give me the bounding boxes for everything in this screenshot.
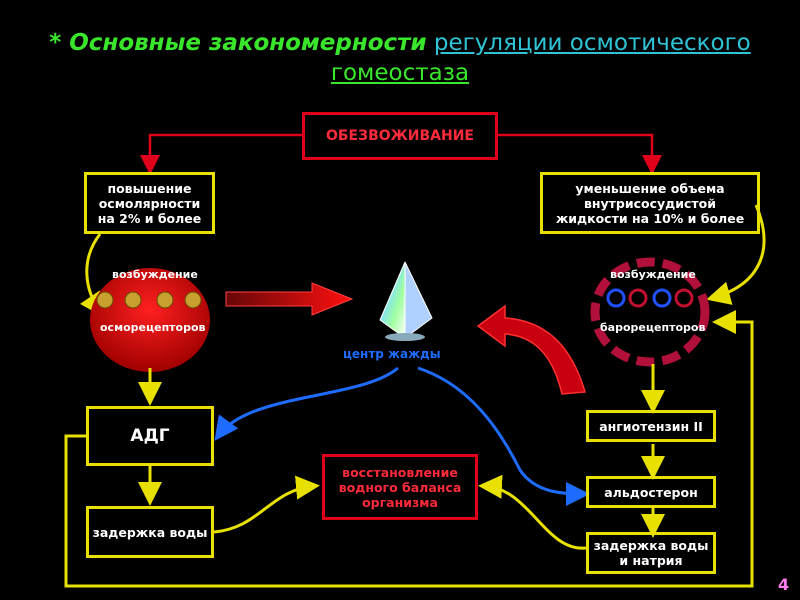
water-retention-box: задержка воды xyxy=(86,506,214,558)
baroreceptor-label-top: возбуждение xyxy=(610,268,696,281)
osmoreceptor-label-bottom: осморецепторов xyxy=(100,321,206,334)
baroreceptor-icon xyxy=(590,257,710,367)
water-sodium-to-restoration-arrow xyxy=(478,474,587,550)
title-part-1: * Основные закономерности xyxy=(49,30,427,56)
volume-to-baroreceptors-arrow xyxy=(706,204,766,305)
angiotensin-box: ангиотензин II xyxy=(586,410,716,442)
osmo-to-thirst-big-arrow xyxy=(225,282,354,316)
dehydration-box: ОБЕЗВОЖИВАНИЕ xyxy=(302,112,498,160)
aldosterone-box: альдостерон xyxy=(586,476,716,508)
osmolarity-increase-box: повышение осмолярности на 2% и более xyxy=(84,172,215,234)
osmoreceptor-icon xyxy=(90,268,210,372)
water-retention-to-restoration-arrow xyxy=(213,475,320,534)
thirst-center-label: центр жажды xyxy=(343,347,441,361)
volume-decrease-box: уменьшение объема внутрисосудистой жидко… xyxy=(540,172,760,234)
thirst-to-adh-arrow xyxy=(214,366,399,441)
water-sodium-retention-box: задержка воды и натрия xyxy=(586,532,716,574)
title-part-3: гомеостаза xyxy=(330,60,470,86)
baroreceptor-label-bottom: барорецепторов xyxy=(600,321,706,334)
feedback-loop-arrow xyxy=(64,310,754,588)
thirst-center-icon xyxy=(379,261,433,341)
page-title: * Основные закономерности регуляции осмо… xyxy=(0,28,800,88)
adh-box: АДГ xyxy=(86,406,214,466)
baro-to-thirst-big-arrow xyxy=(476,304,586,395)
title-part-2: регуляции осмотического xyxy=(433,30,751,56)
dehydration-connectors xyxy=(140,133,662,175)
osmoreceptor-label-top: возбуждение xyxy=(112,268,198,281)
page-number: 4 xyxy=(778,575,790,594)
water-balance-restoration-box: восстановление водного баланса организма xyxy=(322,454,478,520)
thirst-to-aldosterone-arrow xyxy=(417,366,590,506)
